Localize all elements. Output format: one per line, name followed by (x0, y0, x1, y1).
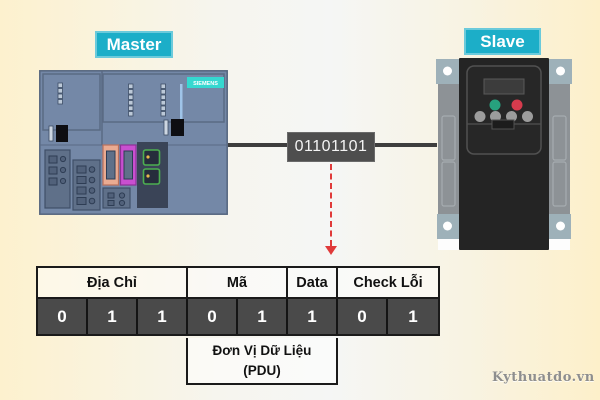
pdu-label-line1: Đơn Vị Dữ Liệu (212, 342, 312, 358)
vfd-keypad-buttons (474, 111, 533, 122)
pdu-label-box: Đơn Vị Dữ Liệu (PDU) (186, 338, 338, 385)
plc-icon: SIEMENS (39, 70, 228, 215)
frame-header-cell: Địa Chỉ (38, 268, 188, 299)
wire-master-to-frame (228, 143, 287, 147)
frame-bit-cell: 1 (238, 299, 288, 334)
binary-message-box: 01101101 (287, 132, 375, 162)
frame-bit-cell: 1 (388, 299, 438, 334)
plc-ethernet-ports (137, 142, 168, 208)
plc-terminal-blocks (44, 149, 131, 211)
watermark-text: Kythuatdo.vn (492, 370, 595, 385)
siemens-badge (187, 77, 224, 88)
wire-frame-to-slave (375, 143, 437, 147)
frame-bit-cell: 1 (288, 299, 338, 334)
vfd-run-button (489, 99, 501, 111)
frame-bit-cell: 0 (38, 299, 88, 334)
vfd-connector (491, 119, 515, 130)
frame-bit-cell: 1 (138, 299, 188, 334)
master-label: Master (95, 31, 173, 58)
arrow-dashed-line (330, 164, 332, 246)
frame-bit-cell: 0 (338, 299, 388, 334)
vfd-device-illustration (436, 58, 572, 255)
arrow-head-icon (325, 246, 337, 255)
pdu-label-line2: (PDU) (243, 362, 281, 378)
vfd-mount-tabs (436, 59, 572, 239)
frame-bit-cell: 0 (188, 299, 238, 334)
plc-brand-text: SIEMENS (193, 81, 218, 87)
plc-device-illustration: SIEMENS (39, 70, 228, 220)
plc-vents (57, 82, 166, 117)
frame-header-cell: Data (288, 268, 338, 299)
vfd-stop-button (511, 99, 523, 111)
plc-serial-ports (102, 144, 137, 186)
vfd-display (483, 78, 525, 95)
frame-header-cell: Mã (188, 268, 288, 299)
vfd-icon (436, 58, 572, 250)
frame-bit-cell: 1 (88, 299, 138, 334)
plc-status-strip (180, 84, 183, 124)
slave-label: Slave (464, 28, 541, 55)
frame-header-cell: Check Lỗi (338, 268, 438, 299)
